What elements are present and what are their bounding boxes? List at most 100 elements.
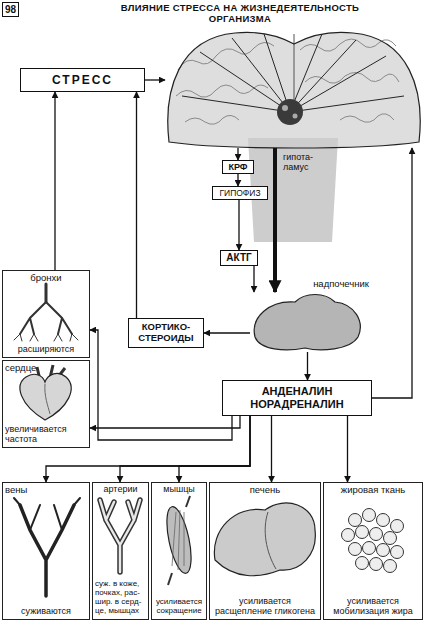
tendon <box>168 573 172 585</box>
fat-cell <box>391 520 404 533</box>
node-description: расширяются <box>5 344 87 354</box>
node-title: гипота- ламус <box>283 152 327 173</box>
bronchiole <box>14 334 78 341</box>
fat-cell <box>391 546 404 559</box>
connector <box>372 148 412 398</box>
node-title: ГИПОФИЗ <box>219 189 260 198</box>
fat-cell <box>377 544 390 557</box>
hormone-box: АНДЕНАЛИН НОРАДРЕНАЛИН <box>222 380 372 416</box>
fat-cell <box>384 532 397 545</box>
organ-panel: жировая тканьусиливается мобилизация жир… <box>323 482 423 620</box>
stimulus-box: СТРЕСС <box>20 68 145 92</box>
fat-cell <box>356 526 369 539</box>
neural-ray <box>232 38 290 112</box>
fat-cell <box>377 514 390 527</box>
tendon <box>186 496 190 507</box>
organ-panel: вены суживаются <box>2 482 90 620</box>
node-title: жировая ткань <box>326 485 420 495</box>
artery-wall <box>100 500 140 572</box>
artery-lumen <box>100 500 140 572</box>
fat-cell <box>349 543 362 556</box>
heart-detail <box>45 384 50 414</box>
node-description: усиливается расщепление гликогена <box>212 596 318 616</box>
connector <box>238 200 239 250</box>
liver-body <box>214 503 315 576</box>
node-title: АНДЕНАЛИН НОРАДРЕНАЛИН <box>223 385 371 411</box>
connector <box>120 416 250 482</box>
fat-cell <box>356 557 369 570</box>
fat-cell <box>370 558 383 571</box>
organ-panel: бронхи расширяются <box>2 270 90 358</box>
connector <box>54 92 55 270</box>
bronchi-illustration <box>14 284 78 341</box>
brain-shading <box>168 32 420 148</box>
liver-lobe-line <box>265 512 276 569</box>
fat-cell <box>342 529 355 542</box>
gland-box: ГИПОФИЗ <box>212 186 268 200</box>
figure-number: 98 <box>2 2 19 17</box>
brain-illustration <box>168 32 420 242</box>
muscle-fibres <box>172 510 184 570</box>
heart-illustration <box>20 365 71 420</box>
gyrus <box>305 72 399 83</box>
hormone-box: КОРТИКО- СТЕРОИДЫ <box>128 318 204 348</box>
node-description: суж. в коже, почках, рас- шир. в серд- ц… <box>95 580 146 616</box>
neural-ray <box>290 96 404 112</box>
fat-cell <box>370 528 383 541</box>
node-description: суживаются <box>5 606 87 616</box>
muscle-belly <box>162 505 196 576</box>
brain-outline <box>165 30 423 148</box>
brain-outline-path <box>168 32 420 148</box>
veins-illustration <box>14 498 80 596</box>
connector <box>145 79 165 80</box>
vein <box>20 505 74 596</box>
trachea <box>45 284 48 302</box>
adrenal-outline <box>250 292 365 352</box>
gyrus <box>178 42 274 70</box>
bronchus <box>20 302 72 334</box>
thick-connector <box>273 148 277 292</box>
liver-illustration <box>214 503 315 576</box>
node-title: бронхи <box>5 273 87 283</box>
connector <box>46 416 250 482</box>
connector <box>307 352 308 380</box>
gyrus <box>185 115 239 124</box>
neural-ray <box>200 52 290 112</box>
gyrus <box>340 114 394 123</box>
node-title: СТРЕСС <box>52 74 113 86</box>
connector <box>237 148 238 160</box>
connector <box>253 266 254 292</box>
connector <box>136 92 137 318</box>
hormone-box: КРФ <box>222 160 254 174</box>
arteries-illustration <box>100 500 140 572</box>
fat-tissue-illustration <box>342 509 404 573</box>
organ-panel: артерии суж. в коже, почках, рас- шир. в … <box>92 482 149 620</box>
diagram-title: ВЛИЯНИЕ СТРЕССА НА ЖИЗНЕДЕЯТЕЛЬНОСТЬ ОРГ… <box>105 3 375 25</box>
fat-cell <box>363 509 376 522</box>
hypothalamus-core <box>277 99 303 125</box>
node-title: КРФ <box>228 163 247 172</box>
node-title: артерии <box>95 485 146 495</box>
connector <box>179 416 250 482</box>
connector <box>271 416 272 482</box>
connector <box>90 416 240 428</box>
heart-body <box>20 373 71 420</box>
node-title: печень <box>212 485 318 495</box>
node-title: АКТГ <box>226 253 251 263</box>
organ-panel: сердцеувеличивается частота <box>2 360 90 448</box>
brain-gyri <box>176 39 399 124</box>
neural-ray <box>290 56 386 112</box>
connector <box>347 416 348 482</box>
adrenal-gland: надпочечник <box>250 292 365 352</box>
fat-cell <box>384 560 397 573</box>
adrenal-outline-path <box>254 295 360 350</box>
organ-panel: мышцыусиливается сокращение <box>151 482 207 620</box>
node-description: усиливается сокращение <box>154 598 204 616</box>
fat-cell <box>363 542 376 555</box>
node-title: вены <box>5 485 87 495</box>
gyrus <box>176 85 268 97</box>
connector <box>204 332 250 333</box>
node-title: КОРТИКО- СТЕРОИДЫ <box>129 322 203 344</box>
node-title: сердце <box>5 363 87 373</box>
